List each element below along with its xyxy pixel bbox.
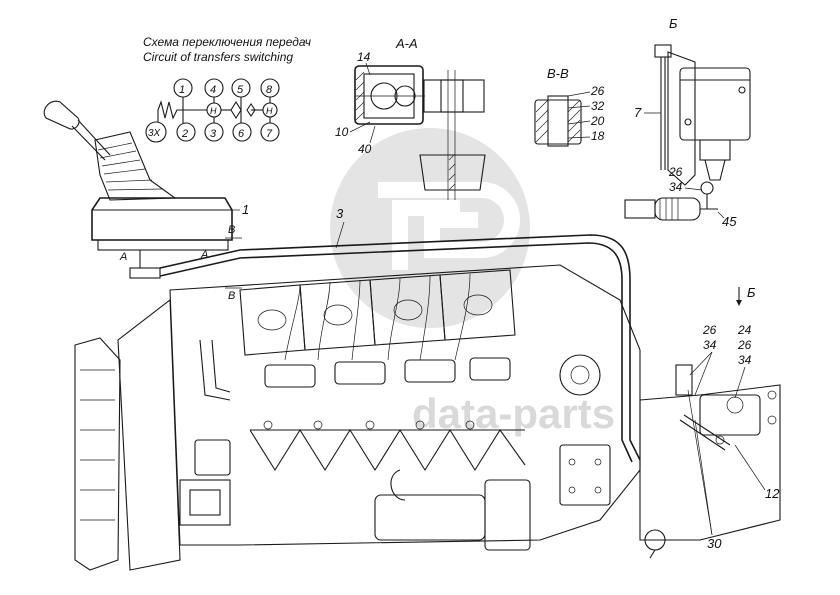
- callout-26-view: 26: [668, 165, 683, 179]
- callout-1: 1: [242, 202, 249, 217]
- callout-34-right-b: 34: [738, 353, 752, 367]
- view-b-detail: Б 7 26 34 45: [624, 16, 751, 229]
- callout-24: 24: [737, 323, 752, 337]
- section-a-a: A-A 14 10 40: [335, 36, 486, 200]
- neutral-right: H: [266, 106, 273, 116]
- right-callouts: Б 26 34 24 26 34 12 30: [687, 285, 780, 551]
- gear-6: 6: [238, 128, 245, 140]
- engine-block: [74, 264, 781, 571]
- callout-12: 12: [765, 486, 780, 501]
- callout-18: 18: [591, 129, 605, 143]
- mark-a-left: A: [119, 251, 127, 263]
- gear-2: 2: [181, 128, 188, 140]
- mark-b-top: B: [228, 224, 235, 236]
- callout-20: 20: [590, 114, 605, 128]
- callout-26-right-b: 26: [737, 338, 752, 352]
- schema-title-en: Circuit of transfers switching: [143, 50, 293, 64]
- callout-26-bb: 26: [590, 84, 605, 98]
- gear-reverse: 3X: [148, 128, 161, 139]
- callout-10: 10: [335, 125, 349, 139]
- callout-3: 3: [336, 206, 344, 221]
- mark-a-right: A: [200, 249, 208, 261]
- gear-lever-assembly: 1 A A B B: [43, 100, 249, 302]
- callout-30: 30: [707, 536, 722, 551]
- callout-40: 40: [358, 142, 372, 156]
- mark-b-bottom: B: [228, 290, 235, 302]
- callout-34-right-a: 34: [703, 338, 717, 352]
- section-b-b-label: B-B: [547, 66, 569, 81]
- callout-14: 14: [357, 50, 371, 64]
- gear-5: 5: [237, 84, 244, 96]
- gear-3: 3: [210, 128, 217, 140]
- section-a-a-label: A-A: [395, 36, 418, 51]
- callout-32: 32: [591, 99, 605, 113]
- gear-7: 7: [266, 128, 273, 140]
- view-b-arrow-label: Б: [747, 285, 756, 300]
- callout-34-view: 34: [669, 180, 683, 194]
- callout-45: 45: [722, 214, 737, 229]
- gear-4: 4: [210, 84, 216, 96]
- section-b-b: B-B 26 32 20 18: [534, 66, 605, 147]
- view-b-label: Б: [669, 16, 678, 31]
- shift-rod-3: 3: [159, 206, 641, 463]
- gear-shift-schema: Схема переключения передач Circuit of tr…: [143, 35, 311, 143]
- callout-26-right-a: 26: [702, 323, 717, 337]
- schema-title-ru: Схема переключения передач: [143, 35, 311, 49]
- gear-8: 8: [266, 84, 273, 96]
- neutral-left: H: [210, 106, 217, 116]
- watermark-logo: [330, 128, 530, 328]
- gear-1: 1: [179, 84, 185, 96]
- watermark-text: data-parts: [412, 390, 615, 437]
- callout-7: 7: [634, 105, 642, 120]
